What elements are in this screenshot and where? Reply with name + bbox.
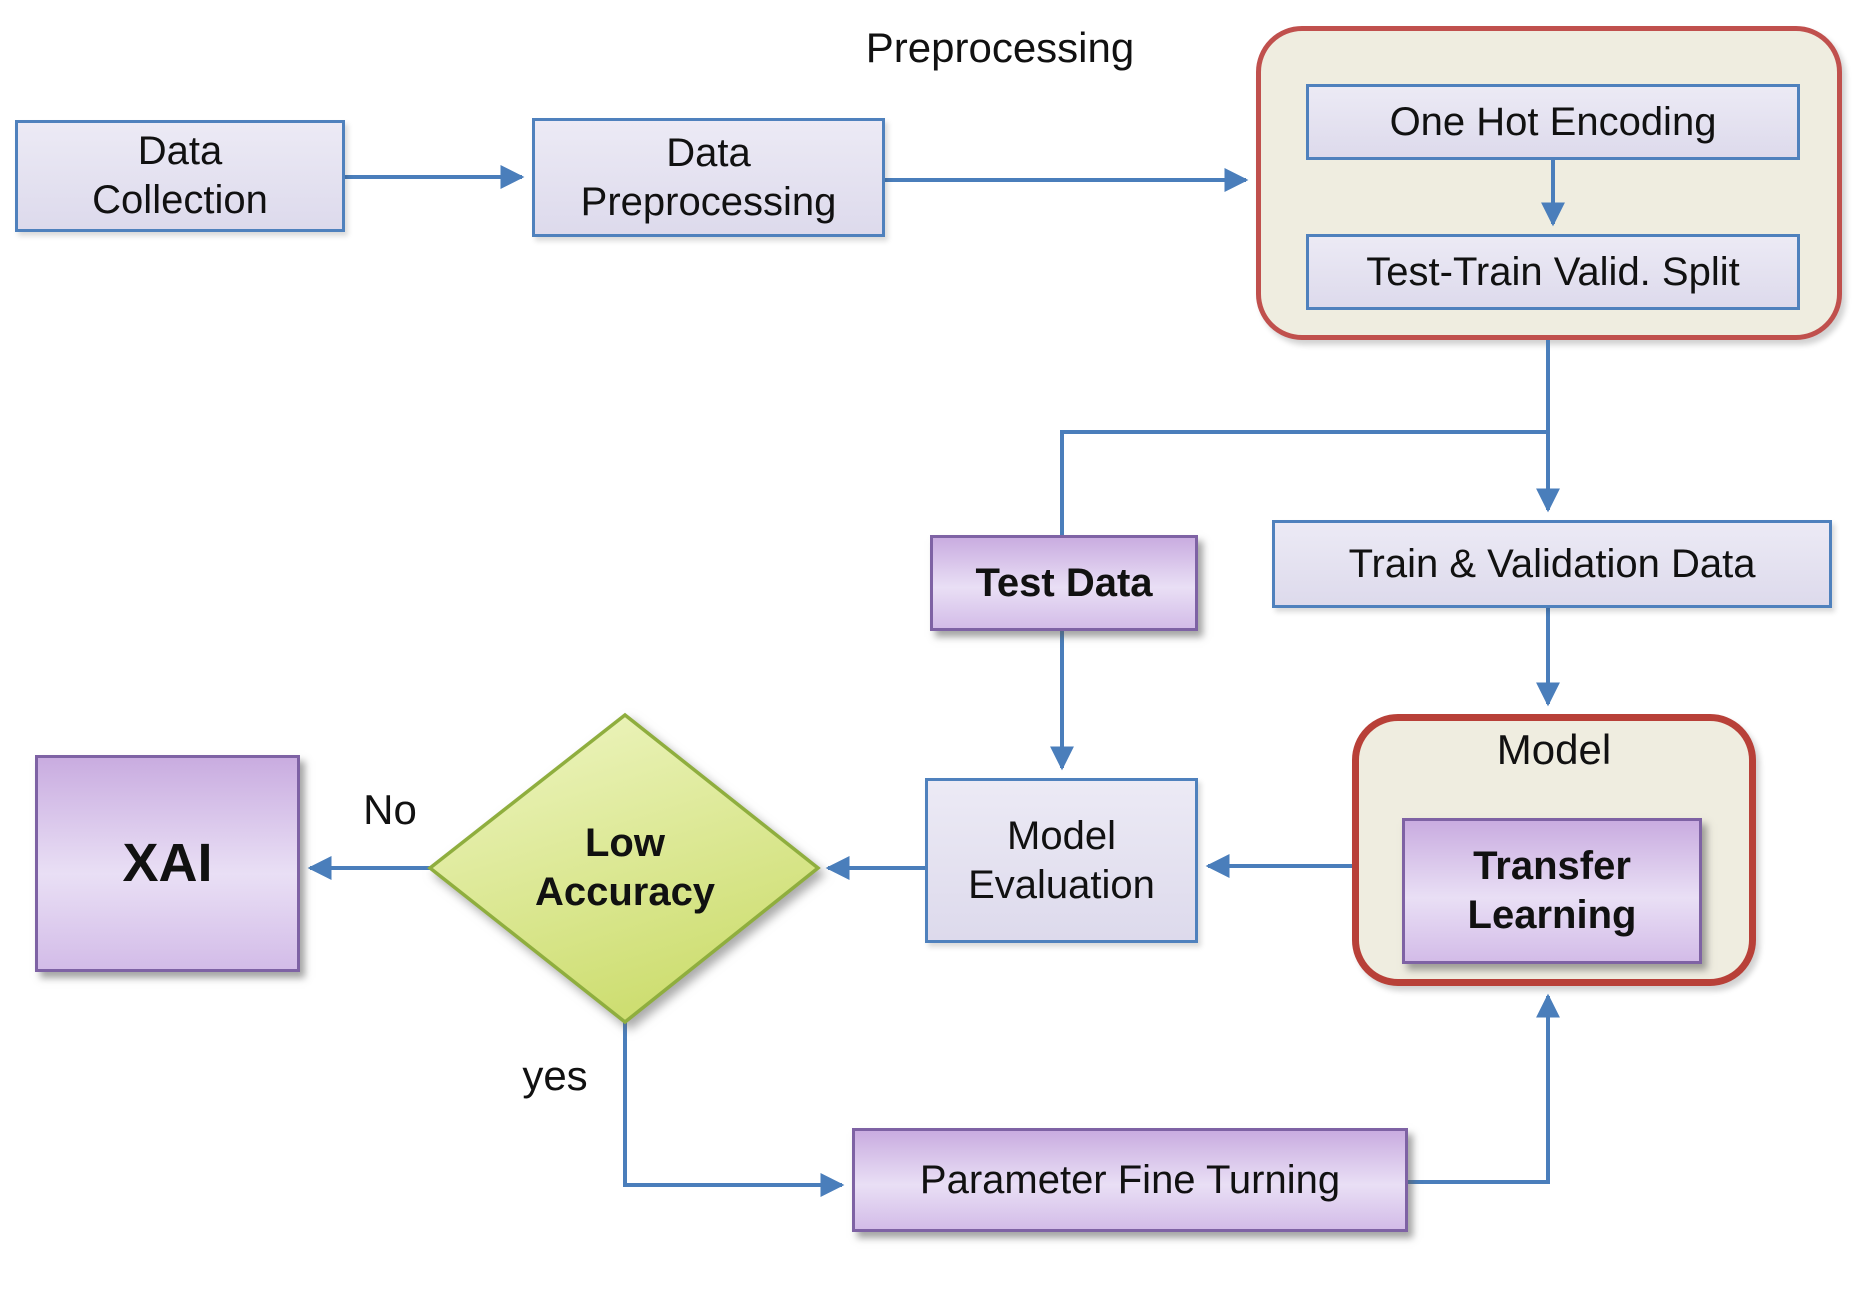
connector-parameter-to-model <box>1408 993 1560 1184</box>
node-data-collection: Data Collection <box>15 120 345 232</box>
node-train-validation-data: Train & Validation Data <box>1272 520 1832 608</box>
low-accuracy-label: Low Accuracy <box>534 821 716 914</box>
node-model-evaluation: Model Evaluation <box>925 778 1198 943</box>
node-xai: XAI <box>35 755 300 972</box>
node-data-preprocessing: Data Preprocessing <box>532 118 885 237</box>
preprocessing-group-label: Preprocessing <box>865 24 1135 71</box>
node-one-hot-encoding: One Hot Encoding <box>1306 84 1800 160</box>
node-test-data: Test Data <box>930 535 1198 631</box>
decision-no-label: No <box>363 786 417 833</box>
node-test-train-valid-split: Test-Train Valid. Split <box>1306 234 1800 310</box>
decision-yes-label: yes <box>522 1052 588 1099</box>
model-group-label: Model <box>1496 726 1612 773</box>
node-transfer-learning: Transfer Learning <box>1402 818 1702 964</box>
node-parameter-fine-turning: Parameter Fine Turning <box>852 1128 1408 1232</box>
connector-diamond-to-parameter <box>623 1022 845 1197</box>
